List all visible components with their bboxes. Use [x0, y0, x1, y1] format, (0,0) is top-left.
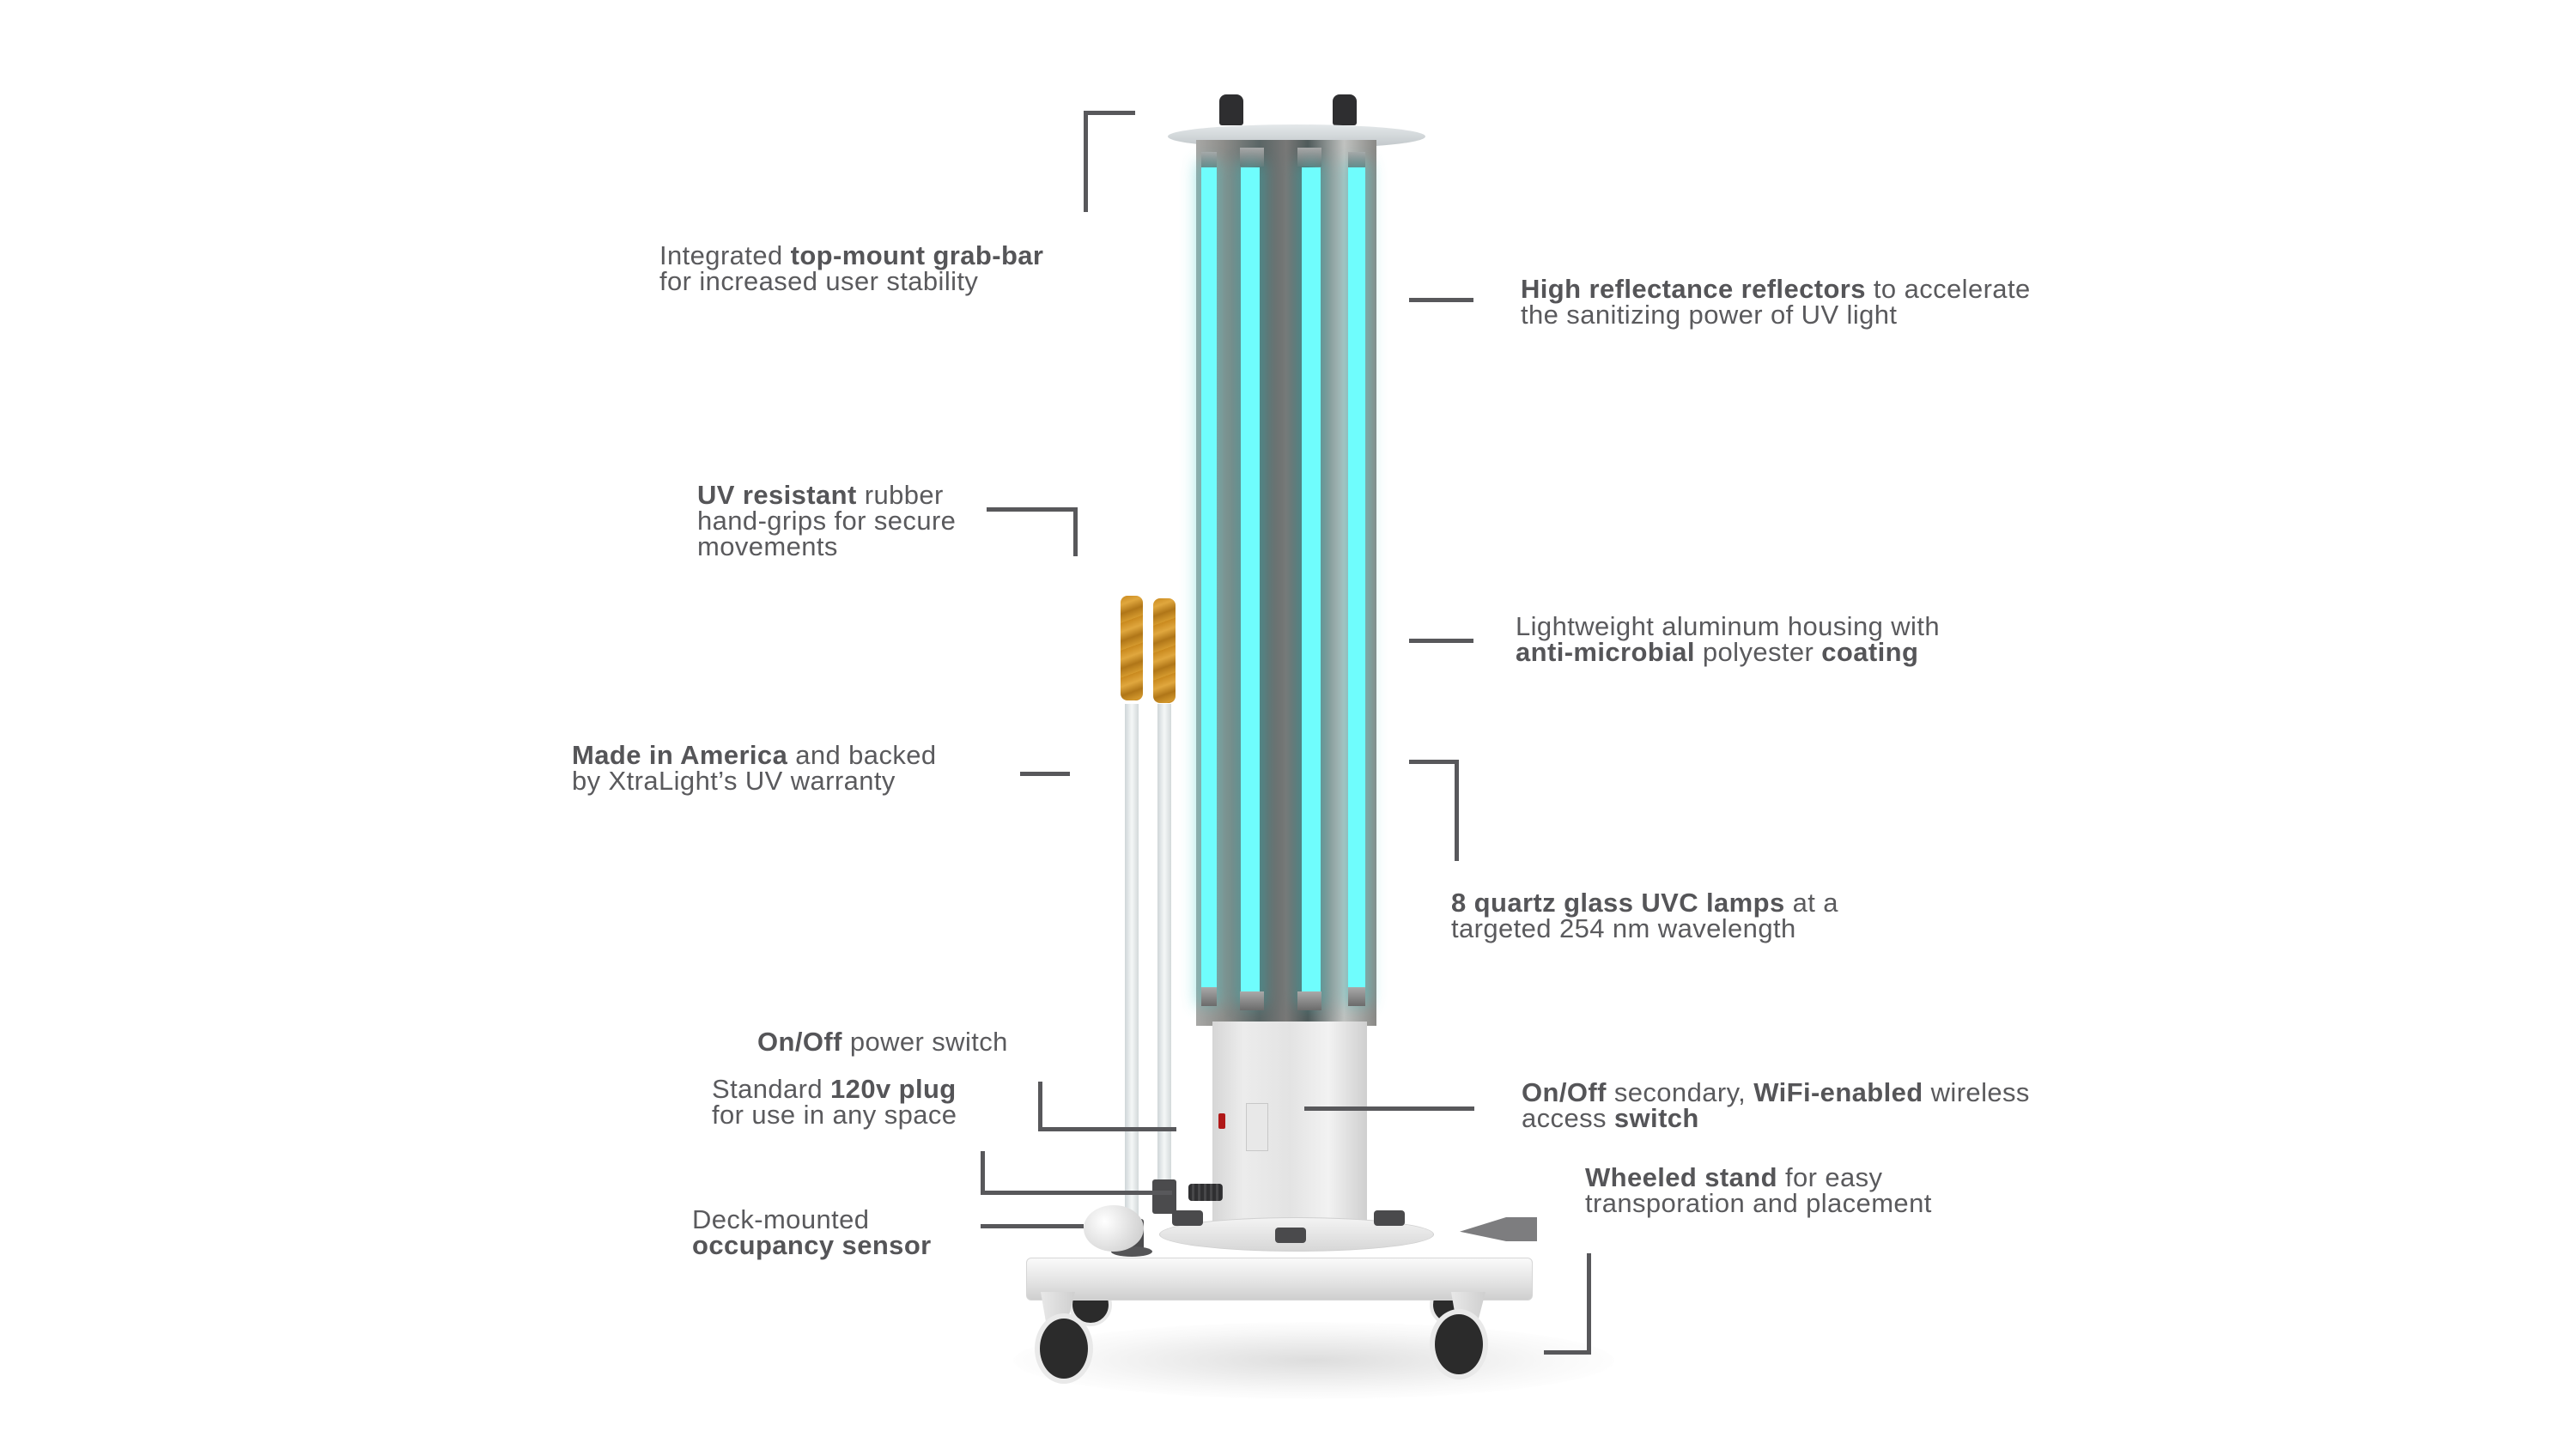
grab-bar-knob-right	[1333, 94, 1357, 125]
lamp-cap	[1240, 148, 1264, 167]
hand-grip-left-icon	[1121, 596, 1143, 700]
callout-line: Standard 120v plug	[712, 1074, 957, 1104]
base-column	[1212, 1022, 1367, 1228]
leader-plug-h	[981, 1191, 1172, 1195]
deck-bumper	[1460, 1217, 1537, 1241]
power-rocker-switch-icon	[1218, 1113, 1225, 1129]
lamp-cap	[1201, 987, 1217, 1006]
callout-uvc-lamps: 8 quartz glass UVC lamps at a targeted 2…	[1451, 888, 1838, 943]
callout-plug: Standard 120v plug for use in any space	[712, 1076, 957, 1128]
lamp-cap	[1297, 991, 1321, 1010]
callout-line: High reflectance reflectors to accelerat…	[1521, 274, 2031, 304]
mount-knob	[1172, 1210, 1203, 1226]
leader-hand-grips-h	[987, 507, 1078, 512]
callout-line: Made in America and backed	[572, 740, 937, 770]
grip-pole-left	[1125, 704, 1139, 1219]
callout-line: anti-microbial polyester coating	[1516, 637, 1919, 667]
caster-wheel-front-left	[1035, 1313, 1093, 1384]
wifi-access-panel	[1246, 1103, 1268, 1151]
callout-grab-bar: Integrated top-mount grab-bar for increa…	[659, 240, 1044, 296]
callout-made-in-america: Made in America and backed by XtraLight’…	[572, 740, 937, 796]
leader-uvc-lamps-h	[1409, 760, 1459, 764]
uvc-lamp	[1201, 167, 1217, 1000]
callout-line: targeted 254 nm wavelength	[1451, 913, 1796, 943]
leader-plug-v	[981, 1151, 985, 1192]
mount-knob	[1374, 1210, 1405, 1226]
callout-line: hand-grips for secure	[697, 506, 957, 536]
callout-line: occupancy sensor	[692, 1230, 932, 1260]
leader-uvc-lamps-v	[1455, 760, 1459, 861]
callout-line: Integrated top-mount grab-bar	[659, 240, 1044, 270]
callout-line: by XtraLight’s UV warranty	[572, 766, 896, 796]
callout-line: UV resistant rubber	[697, 480, 944, 510]
lamp-housing	[1196, 140, 1376, 1026]
callout-hand-grips: UV resistant rubber hand-grips for secur…	[697, 482, 956, 560]
callout-power-switch: On/Off power switch	[757, 1027, 1008, 1057]
leader-wheeled-stand-h	[1544, 1350, 1591, 1355]
hand-grip-right-icon	[1153, 598, 1176, 703]
lamp-cap	[1297, 148, 1321, 167]
leader-hand-grips-v	[1073, 507, 1078, 556]
callout-line: movements	[697, 531, 838, 561]
grab-bar-knob-left	[1219, 94, 1243, 125]
leader-power-switch-v	[1038, 1082, 1042, 1131]
caster-wheel-front-right	[1430, 1309, 1488, 1379]
power-plug-icon	[1188, 1184, 1223, 1201]
callout-line: Wheeled stand for easy	[1585, 1162, 1883, 1192]
floor-shadow	[1013, 1322, 1614, 1399]
lamp-cap	[1201, 152, 1217, 171]
callout-line: the sanitizing power of UV light	[1521, 300, 1898, 330]
uvc-lamp	[1348, 167, 1365, 1000]
callout-line: access switch	[1522, 1103, 1699, 1133]
lamp-cap	[1348, 152, 1365, 171]
callout-occupancy-sensor: Deck-mounted occupancy sensor	[692, 1204, 932, 1260]
leader-wheeled-stand-v	[1587, 1253, 1591, 1355]
leader-housing	[1409, 639, 1473, 643]
callout-line: transporation and placement	[1585, 1188, 1932, 1218]
leader-grab-bar-h	[1084, 111, 1135, 115]
callout-line: Deck-mounted	[692, 1204, 870, 1234]
uvc-lamp	[1302, 167, 1321, 1000]
wheeled-stand-deck	[1026, 1258, 1533, 1300]
callout-line: for use in any space	[712, 1100, 957, 1130]
mount-knob	[1275, 1228, 1306, 1243]
callout-line: On/Off power switch	[757, 1027, 1008, 1057]
callout-line: Lightweight aluminum housing with	[1516, 611, 1940, 641]
callout-wifi-switch: On/Off secondary, WiFi-enabled wireless …	[1522, 1077, 2030, 1133]
leader-grab-bar-v	[1084, 111, 1088, 212]
leader-power-switch-h	[1038, 1127, 1176, 1131]
callout-wheeled-stand: Wheeled stand for easy transporation and…	[1585, 1162, 1932, 1218]
leader-wifi-switch	[1304, 1106, 1474, 1111]
callout-housing: Lightweight aluminum housing with anti-m…	[1516, 611, 1940, 667]
lamp-cap	[1348, 987, 1365, 1006]
callout-reflectors: High reflectance reflectors to accelerat…	[1521, 276, 2031, 328]
leader-reflectors	[1409, 298, 1473, 302]
uvc-lamp	[1241, 167, 1260, 1000]
lamp-cap	[1240, 991, 1264, 1010]
pole-foot-right	[1152, 1179, 1176, 1214]
callout-line: for increased user stability	[659, 266, 979, 296]
leader-made-in-america	[1020, 772, 1070, 776]
callout-line: On/Off secondary, WiFi-enabled wireless	[1522, 1077, 2030, 1107]
callout-line: 8 quartz glass UVC lamps at a	[1451, 888, 1838, 918]
leader-occupancy-sensor	[981, 1224, 1084, 1228]
occupancy-sensor-dome	[1084, 1205, 1144, 1252]
grip-pole-right	[1157, 704, 1171, 1193]
